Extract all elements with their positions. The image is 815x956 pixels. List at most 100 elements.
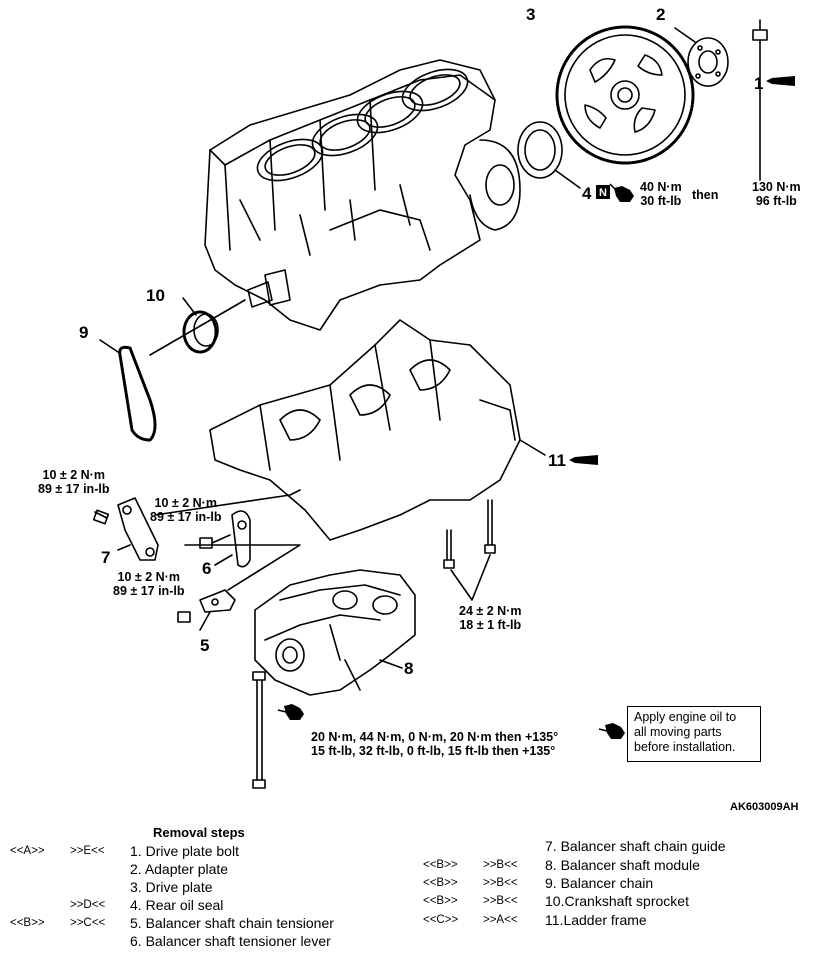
step-2-num: 2. bbox=[130, 861, 142, 877]
oil-can-icon bbox=[609, 183, 634, 202]
oil-note-line-1: Apply engine oil to bbox=[634, 710, 737, 724]
step-5-removal-code: <<B>> bbox=[10, 917, 45, 929]
step-6-label: Balancer shaft tensioner lever bbox=[145, 933, 331, 949]
torque-1-first-ftlb: 30 ft-lb bbox=[640, 194, 682, 208]
callout-9: 9 bbox=[79, 323, 89, 342]
torque-5: 10 ± 2 N·m 89 ± 17 in-lb bbox=[113, 570, 184, 598]
step-1-num: 1. bbox=[130, 843, 142, 859]
step-4-install-code: >>D<< bbox=[70, 899, 106, 911]
torque-1-first: 40 N·m 30 ft-lb bbox=[640, 180, 682, 208]
oil-can-icon bbox=[277, 704, 304, 720]
torque-7-nm: 10 ± 2 N·m bbox=[42, 468, 105, 482]
callout-2: 2 bbox=[656, 5, 666, 24]
step-9-removal-code: <<B>> bbox=[423, 877, 458, 889]
callout-8: 8 bbox=[404, 659, 414, 678]
callout-11: 11 bbox=[548, 451, 566, 470]
oil-can-icon bbox=[598, 723, 625, 739]
step-10-removal-code: <<B>> bbox=[423, 895, 458, 907]
torque-1-second-ftlb: 96 ft-lb bbox=[755, 194, 797, 208]
torque-6-inlb: 89 ± 17 in-lb bbox=[150, 510, 222, 524]
callout-5: 5 bbox=[200, 636, 210, 655]
oil-note-line-3: before installation. bbox=[634, 740, 736, 754]
step-10-install-code: >>B<< bbox=[483, 895, 518, 907]
step-7-label: Balancer shaft chain guide bbox=[560, 838, 726, 854]
svg-text:N: N bbox=[599, 187, 607, 199]
step-8-install-code: >>B<< bbox=[483, 859, 518, 871]
step-9-install-code: >>B<< bbox=[483, 877, 518, 889]
exploded-view-diagram: N bbox=[92, 19, 795, 789]
torque-8: 20 N·m, 44 N·m, 0 N·m, 20 N·m then +135°… bbox=[311, 730, 558, 758]
step-4: 4. Rear oil seal bbox=[130, 897, 223, 913]
adapter-plate bbox=[674, 27, 729, 87]
removal-steps-title: Removal steps bbox=[153, 825, 245, 840]
step-7-num: 7. bbox=[545, 838, 557, 854]
step-1: 1. Drive plate bolt bbox=[130, 843, 239, 859]
chain-leader-line bbox=[149, 299, 246, 356]
callout-1: 1 bbox=[754, 74, 764, 93]
balancer-chain bbox=[99, 339, 157, 442]
crankshaft-sprocket bbox=[182, 297, 219, 354]
ladder-frame-bolts bbox=[443, 499, 496, 601]
step-2: 2. Adapter plate bbox=[130, 861, 228, 877]
torque-1-first-nm: 40 N·m bbox=[640, 180, 682, 194]
torque-5-nm: 10 ± 2 N·m bbox=[117, 570, 180, 584]
torque-7: 10 ± 2 N·m 89 ± 17 in-lb bbox=[38, 468, 109, 496]
oil-note-box: Apply engine oil to all moving parts bef… bbox=[627, 706, 761, 762]
torque-1-second: 130 N·m 96 ft-lb bbox=[752, 180, 801, 208]
step-7: 7. Balancer shaft chain guide bbox=[545, 838, 726, 854]
new-part-icon: N bbox=[596, 185, 610, 199]
step-1-install-code: >>E<< bbox=[70, 845, 105, 857]
torque-8-ftlb: 15 ft-lb, 32 ft-lb, 0 ft-lb, 15 ft-lb th… bbox=[311, 744, 556, 758]
torque-11-ftlb: 18 ± 1 ft-lb bbox=[459, 618, 522, 632]
step-11-num: 11. bbox=[545, 912, 564, 928]
step-2-label: Adapter plate bbox=[144, 861, 229, 877]
step-9-label: Balancer chain bbox=[560, 875, 654, 891]
step-3-label: Drive plate bbox=[145, 879, 213, 895]
step-9-num: 9. bbox=[545, 875, 557, 891]
torque-8-nm: 20 N·m, 44 N·m, 0 N·m, 20 N·m then +135° bbox=[311, 730, 559, 744]
step-4-label: Rear oil seal bbox=[145, 897, 224, 913]
step-10-label: Crankshaft sprocket bbox=[564, 893, 689, 909]
rear-oil-seal bbox=[517, 121, 581, 189]
step-3: 3. Drive plate bbox=[130, 879, 213, 895]
callout-7: 7 bbox=[101, 548, 111, 567]
step-1-removal-code: <<A>> bbox=[10, 845, 45, 857]
step-8: 8. Balancer shaft module bbox=[545, 857, 700, 873]
drive-plate-bolt bbox=[752, 19, 768, 181]
step-5-install-code: >>C<< bbox=[70, 917, 106, 929]
step-4-num: 4. bbox=[130, 897, 142, 913]
step-6-num: 6. bbox=[130, 933, 142, 949]
torque-5-inlb: 89 ± 17 in-lb bbox=[113, 584, 185, 598]
engine-block bbox=[204, 59, 521, 331]
step-1-label: Drive plate bolt bbox=[145, 843, 239, 859]
figure-code: AK603009AH bbox=[730, 801, 799, 813]
step-8-label: Balancer shaft module bbox=[560, 857, 700, 873]
step-11-install-code: >>A<< bbox=[483, 914, 518, 926]
callout-10: 10 bbox=[146, 286, 165, 305]
oil-note-line-2: all moving parts bbox=[634, 725, 722, 739]
callout-6: 6 bbox=[202, 559, 212, 578]
step-10-num: 10. bbox=[545, 893, 565, 909]
step-9: 9. Balancer chain bbox=[545, 875, 653, 891]
torque-11: 24 ± 2 N·m 18 ± 1 ft-lb bbox=[459, 604, 521, 632]
torque-1-second-nm: 130 N·m bbox=[752, 180, 801, 194]
step-11: 11.Ladder frame bbox=[545, 912, 647, 928]
step-10: 10.Crankshaft sprocket bbox=[545, 893, 689, 909]
chain-tensioner bbox=[177, 589, 236, 631]
balancer-shaft-module bbox=[254, 569, 416, 696]
step-11-removal-code: <<C>> bbox=[423, 914, 459, 926]
callout-4: 4 bbox=[582, 184, 592, 203]
ladder-frame bbox=[209, 319, 546, 541]
tensioner-lever bbox=[199, 510, 251, 568]
bolt-icon bbox=[766, 76, 795, 86]
step-8-removal-code: <<B>> bbox=[423, 859, 458, 871]
step-5: 5. Balancer shaft chain tensioner bbox=[130, 915, 334, 931]
step-11-label: Ladder frame bbox=[563, 912, 647, 928]
torque-6-nm: 10 ± 2 N·m bbox=[154, 496, 217, 510]
callout-3: 3 bbox=[526, 5, 536, 24]
chain-guide bbox=[92, 497, 159, 561]
step-5-num: 5. bbox=[130, 915, 142, 931]
step-8-num: 8. bbox=[545, 857, 557, 873]
module-bolt bbox=[252, 671, 266, 789]
torque-7-inlb: 89 ± 17 in-lb bbox=[38, 482, 110, 496]
